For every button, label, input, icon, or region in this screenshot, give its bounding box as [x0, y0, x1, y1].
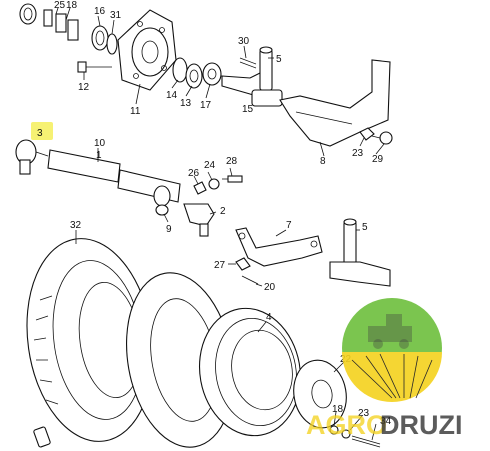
leader-lines [55, 7, 385, 441]
callout-15[interactable]: 15 [242, 104, 254, 115]
callout-23-bottom[interactable]: 23 [358, 408, 370, 419]
callout-5-top[interactable]: 5 [276, 54, 282, 65]
callout-2[interactable]: 2 [220, 206, 226, 217]
callout-1[interactable]: 1 [96, 150, 102, 161]
logo-field [342, 352, 442, 402]
callout-32[interactable]: 32 [70, 220, 82, 231]
callout-7[interactable]: 7 [286, 220, 292, 231]
callout-28[interactable]: 28 [226, 156, 238, 167]
callout-11[interactable]: 11 [130, 106, 141, 117]
callout-18-bottom[interactable]: 18 [332, 404, 344, 415]
logo-text-druzi: DRUZI [380, 410, 463, 440]
callout-labels: 25 18 16 31 12 11 14 13 17 30 5 15 8 23 … [37, 0, 392, 427]
callout-26[interactable]: 26 [188, 168, 200, 179]
callout-20[interactable]: 20 [264, 282, 276, 293]
callout-12[interactable]: 12 [78, 82, 90, 93]
callout-10[interactable]: 10 [94, 138, 106, 149]
callout-29[interactable]: 29 [372, 154, 384, 165]
callout-25[interactable]: 25 [54, 0, 66, 11]
callout-16[interactable]: 16 [94, 6, 106, 17]
callout-30[interactable]: 30 [238, 36, 250, 47]
callout-9[interactable]: 9 [166, 224, 172, 235]
callout-13[interactable]: 13 [180, 98, 192, 109]
highlight-box [31, 122, 53, 140]
callout-17[interactable]: 17 [200, 100, 212, 111]
hub-assembly-drawing [19, 3, 393, 147]
agrodruzi-logo: AGRO DRUZI [306, 298, 463, 440]
callout-14[interactable]: 14 [166, 90, 178, 101]
callout-31[interactable]: 31 [110, 10, 122, 21]
callout-27[interactable]: 27 [214, 260, 226, 271]
callout-4[interactable]: 4 [266, 312, 272, 323]
logo-text-agro: AGRO [306, 410, 387, 440]
callout-18[interactable]: 18 [66, 0, 78, 11]
callout-23-top[interactable]: 23 [352, 148, 364, 159]
steering-knuckle-drawing [235, 218, 391, 287]
callout-8[interactable]: 8 [320, 156, 326, 167]
callout-34[interactable]: 34 [380, 416, 392, 427]
tie-rod-drawing [15, 139, 243, 237]
callout-3[interactable]: 3 [37, 128, 43, 139]
callout-24[interactable]: 24 [204, 160, 216, 171]
callout-5-bottom[interactable]: 5 [362, 222, 368, 233]
combine-harvester-icon [368, 314, 412, 349]
